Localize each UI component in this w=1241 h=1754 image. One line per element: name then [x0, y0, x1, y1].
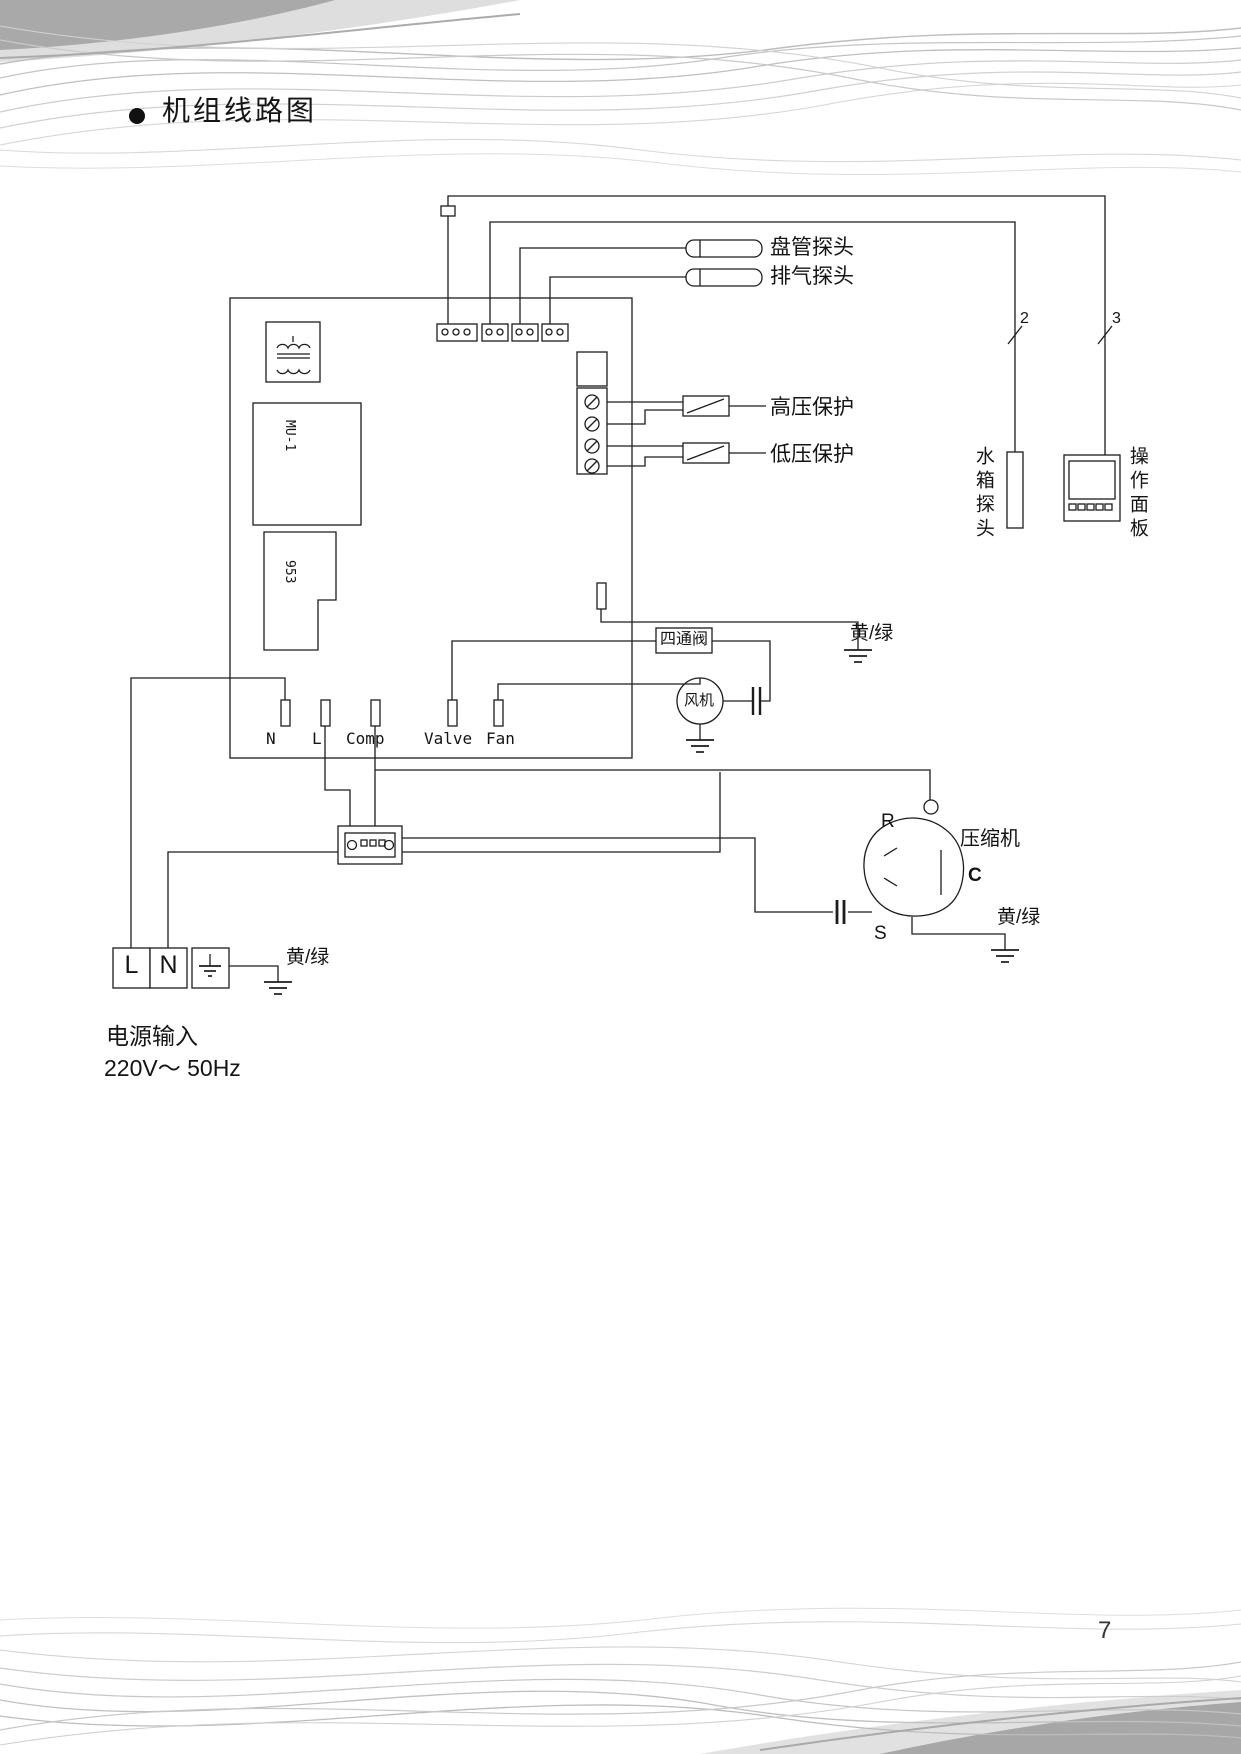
tank-probe-label: 水箱探头: [972, 446, 994, 542]
page-title: 机组线路图: [162, 95, 318, 126]
top-connectors: [436, 323, 569, 342]
chip-mu1: [252, 402, 362, 526]
power-terminal-l: L: [124, 951, 139, 979]
compressor-terminal-r: R: [881, 811, 895, 832]
circuit-lines: [112, 195, 1121, 995]
power-routing-wires: [130, 677, 931, 948]
power-input-label: 电源输入: [106, 1023, 198, 1049]
power-terminal-n: N: [159, 951, 178, 979]
chip-mu1-label: MU-1: [282, 420, 297, 452]
page-number: 7: [1098, 1617, 1112, 1644]
compressor-body: [863, 799, 965, 917]
power-terminal-block: [112, 947, 292, 995]
control-panel-box: [1063, 454, 1121, 522]
tank-probe-shape: [1006, 451, 1024, 529]
decorative-waves-top: [0, 0, 1241, 175]
fan-capacitor-icon: [751, 687, 762, 715]
wire-3-number: 3: [1112, 310, 1121, 327]
compressor-terminal-c: C: [968, 865, 982, 886]
wire-3-tick: [1097, 325, 1113, 345]
yellow-green-label-1: 黄/绿: [850, 623, 894, 644]
main-board: [229, 297, 633, 759]
coil-probe-label: 盘管探头: [770, 236, 854, 259]
sensor-wires: [440, 195, 1113, 455]
bullet-icon: [129, 108, 145, 124]
board-terminal-l: L: [312, 729, 322, 748]
ground-icon-fan: [686, 724, 714, 753]
ground-icon-power: [199, 965, 221, 977]
board-terminal-comp: Comp: [346, 729, 385, 748]
high-pressure-switch: [607, 395, 766, 425]
board-terminal-n: N: [266, 729, 276, 748]
high-pressure-label: 高压保护: [770, 396, 854, 419]
ground-icon-3: [264, 981, 292, 995]
ground-icon-2: [991, 949, 1019, 963]
connector-block: [337, 825, 403, 865]
fuse-icon: [440, 205, 456, 217]
power-spec-label: 220V～ 50Hz: [104, 1055, 241, 1081]
control-panel-label: 操作面板: [1126, 446, 1148, 542]
board-terminal-valve: Valve: [424, 729, 473, 748]
chip-953: [263, 531, 337, 651]
compressor-ground-wire: [911, 917, 1006, 950]
four-way-valve-box: [451, 627, 771, 702]
chip-953-label: 953: [282, 560, 297, 584]
exhaust-probe-shape: [685, 268, 763, 287]
decorative-waves-bottom: [0, 1607, 1241, 1754]
compressor-r-terminal: [923, 799, 939, 815]
wire-2-tick: [1007, 325, 1023, 345]
transformer-icon: [265, 321, 321, 383]
board-ground-wire: [596, 582, 859, 650]
ground-icon-1: [844, 649, 872, 663]
compressor-terminal-s: S: [874, 923, 887, 944]
exhaust-probe-label: 排气探头: [770, 265, 854, 288]
four-way-valve-label: 四通阀: [659, 631, 708, 648]
wire-2-number: 2: [1020, 310, 1029, 327]
yellow-green-label-2: 黄/绿: [997, 907, 1041, 928]
low-pressure-label: 低压保护: [770, 443, 854, 466]
coil-probe-shape: [685, 239, 763, 258]
terminal-block: [576, 351, 608, 475]
fan-label: 风机: [684, 692, 715, 709]
board-output-pins: [280, 699, 504, 727]
compressor-capacitor-icon: [835, 900, 846, 924]
low-pressure-switch: [607, 442, 766, 467]
yellow-green-label-3: 黄/绿: [286, 947, 330, 968]
board-terminal-fan: Fan: [486, 729, 515, 748]
compressor-label: 压缩机: [960, 828, 1020, 850]
